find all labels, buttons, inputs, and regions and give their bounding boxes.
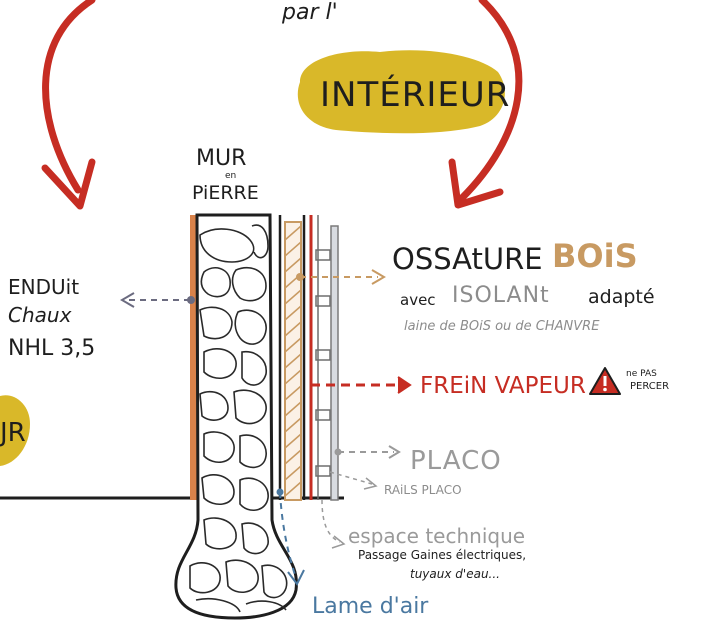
lame-air-label: Lame d'air: [312, 594, 429, 619]
interior-highlight-blob: [297, 50, 505, 134]
left-red-arrowhead: [41, 158, 96, 210]
placo-rails: [315, 249, 331, 477]
ossature-label: OSSAtURE: [392, 242, 543, 276]
wall-title: MUR: [196, 146, 247, 171]
stone-pattern: [189, 224, 288, 613]
interior-label: INTÉRIEUR: [320, 75, 511, 115]
left-curved-red-arrow: [42, 0, 96, 194]
right-curved-red-arrow: [458, 0, 523, 202]
enduit-chaux-layer: [190, 215, 197, 500]
isolant-label: ISOLANt: [452, 283, 550, 308]
left-highlight-blob: [0, 395, 30, 466]
rails-pointer: [329, 471, 378, 490]
warning-triangle-icon: [589, 367, 621, 395]
ossature-bois-label: BOiS: [552, 237, 638, 275]
enduit-label-line2: Chaux: [8, 303, 72, 327]
espace-description-line1: Passage Gaines électriques,: [358, 548, 527, 562]
lame-pointer: [276, 488, 305, 586]
enduit-label-line1: ENDUit: [8, 275, 80, 299]
ossature-avec: avec: [400, 291, 436, 309]
ossature-pointer: [296, 269, 386, 285]
placo-label: PLACO: [410, 446, 502, 476]
frein-vapeur-label: FREiN VAPEUR: [420, 373, 586, 399]
warning-text-line2: PERCER: [630, 381, 670, 392]
top-label: par l': [282, 0, 338, 25]
wall-title-stone: PiERRE: [192, 182, 259, 204]
espace-description-line2: tuyaux d'eau...: [410, 567, 500, 581]
enduit-pointer: [120, 292, 195, 308]
adapte-label: adapté: [588, 286, 655, 308]
espace-technique-label: espace technique: [348, 524, 526, 548]
warning-text-line1: ne PAS: [626, 369, 657, 379]
isolant-materials: laine de BOiS ou de CHANVRE: [404, 319, 600, 334]
placo-pointer: [334, 445, 401, 459]
frein-pointer: [311, 376, 412, 394]
right-red-arrowhead: [448, 158, 504, 209]
enduit-label-line3: NHL 3,5: [8, 336, 96, 361]
rails-placo-label: RAiLS PLACO: [384, 483, 462, 497]
espace-pointer: [321, 499, 346, 549]
left-edge-text-fragment: JR: [0, 418, 26, 448]
placo-board: [330, 225, 339, 501]
wall-title-small: en: [225, 171, 237, 181]
